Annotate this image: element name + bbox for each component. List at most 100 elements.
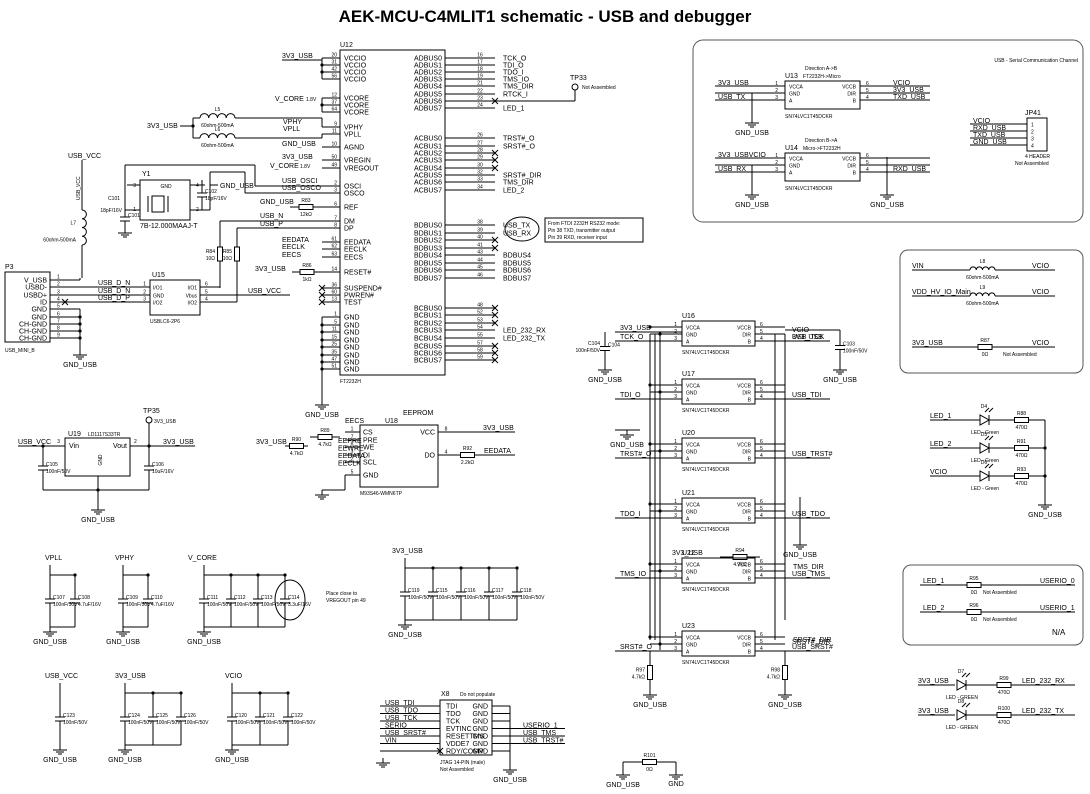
pin-name: GND: [472, 711, 488, 718]
pin-name: EVTINC: [446, 726, 472, 733]
pin-name: GND: [344, 353, 360, 360]
pin-name: I/O1: [153, 286, 163, 292]
pin-number: 3: [133, 183, 136, 189]
resistor-ref: R83: [301, 198, 310, 204]
pin-number: 60: [331, 290, 337, 296]
ground-label: GND_USB: [783, 552, 817, 559]
ground-label: GND_USB: [633, 702, 667, 709]
pin-name: ADBUS2: [414, 70, 442, 77]
net-label: LED_1: [930, 413, 952, 420]
pin-name: VCCB: [737, 636, 752, 642]
junction-dot: [1043, 474, 1047, 478]
pin-name: DO: [425, 453, 436, 460]
net-label: EECS: [345, 418, 364, 425]
pin-number: 24: [477, 103, 483, 109]
pin-number: 31: [331, 60, 337, 66]
ground-label: GND_USB: [305, 412, 339, 419]
jtag-level-shifters: U16SN74LVC1T45DCKRVCCA1GND2A3VCCB6DIR5B4…: [576, 313, 869, 709]
net-label: 3V3_USB: [620, 325, 651, 332]
pin-number: 1: [674, 559, 677, 565]
pin-number: 45: [477, 265, 483, 271]
crystal-gnd-pin: GND: [160, 184, 172, 190]
net-label: RXD_USB: [973, 125, 1006, 132]
pin-name: I/O2: [188, 301, 198, 307]
pin-number: 4: [760, 573, 763, 579]
net-label: USB_TX: [503, 223, 531, 230]
capacitor-ref: C104: [608, 343, 620, 349]
led-ref: D6: [981, 460, 988, 466]
pin-name: ACBUS6: [414, 180, 442, 187]
pin-name: VCCA: [686, 636, 701, 642]
pin-number: 4: [760, 336, 763, 342]
resistor-body: [460, 452, 475, 458]
pin-name: BDBUS7: [414, 276, 442, 283]
led-icon: [979, 442, 991, 454]
pin-number: 53: [477, 318, 483, 324]
pin-number: 1: [1031, 123, 1034, 129]
resistor-note: Not Assembled: [983, 590, 1017, 596]
pin-name: EEDATA: [344, 240, 371, 247]
net-label: USB_TX: [718, 94, 746, 101]
ic-ref: U23: [682, 623, 695, 630]
ground-label: GND: [668, 781, 684, 788]
pin-name: GND: [686, 391, 698, 397]
pin-number: 2: [351, 457, 354, 463]
net-label: USB_SRST#: [385, 730, 426, 737]
resistor-value: 0Ω: [971, 617, 978, 623]
esd-body: [149, 279, 201, 316]
no-connect-mark: [491, 342, 499, 350]
net-label: V_CORE: [188, 555, 217, 562]
pin-number: 4: [57, 297, 60, 303]
pin-name: BCBUS4: [414, 336, 442, 343]
pin-name: CH-GND: [19, 322, 47, 329]
pin-name: DP: [344, 226, 354, 233]
net-label: TDI_O: [620, 392, 641, 399]
junction-dot: [487, 566, 491, 570]
junction-dot: [73, 573, 77, 577]
resistor-body: [782, 665, 788, 680]
pin-number: 58: [477, 348, 483, 354]
pin-name: GND: [344, 323, 360, 330]
pin-number: 30: [477, 163, 483, 169]
pin-name: GND: [686, 570, 698, 576]
pin-name: VREGOUT: [344, 166, 379, 173]
ic-ref: U22: [682, 550, 695, 557]
pin-number: 1: [775, 153, 778, 159]
pin-name: BDBUS1: [414, 231, 442, 238]
junction-dot: [229, 573, 233, 577]
resistor-ref: R97: [636, 668, 645, 674]
pin-number: 40: [477, 235, 483, 241]
header-ref: JP41: [1025, 110, 1041, 117]
inductor-value: 60ohm-500mA: [966, 275, 999, 281]
pin-number: 2: [775, 88, 778, 94]
pin-number: 9: [57, 333, 60, 339]
junction-dot: [459, 566, 463, 570]
ldo-part: LD1117S33TR: [88, 432, 121, 438]
pin-name: SCL: [363, 460, 377, 467]
pin-name: TCK: [446, 719, 460, 726]
pin-name: A: [686, 650, 690, 656]
ic-part: SN74LVC1T45DCKR: [682, 527, 730, 533]
pin-name: Vout: [113, 443, 127, 450]
pin-number: 64: [331, 107, 337, 113]
pin-number: 13: [331, 297, 337, 303]
pin-name: GND: [153, 294, 165, 300]
no-connect-mark: [491, 236, 499, 244]
resistor-body: [1014, 417, 1029, 423]
pin-name: DIR: [847, 92, 856, 98]
pin-number: 6: [760, 632, 763, 638]
pin-number: 1: [674, 632, 677, 638]
ldo-ref: U19: [68, 431, 81, 438]
resistor-value: 4.7kΩ: [290, 451, 303, 457]
ic-desc: FT2232H->Micro: [803, 74, 841, 80]
junction-dot: [146, 573, 150, 577]
capacitor-value: 100nF/50V: [207, 602, 232, 608]
pin-name: PRE: [363, 438, 378, 445]
no-connect-mark: [491, 244, 499, 252]
net-label: 3V3_USB: [154, 419, 177, 425]
resistor-value: 470Ω: [998, 720, 1010, 726]
eeprom-block: EEPROMU18M93S46-WMN6TPCS1PRE7WE6DI3SCL2G…: [256, 410, 515, 500]
pin-name: BCBUS1: [414, 313, 442, 320]
net-label: 3V3_USB: [918, 678, 949, 685]
net-label: LED_232_RX: [503, 328, 546, 335]
